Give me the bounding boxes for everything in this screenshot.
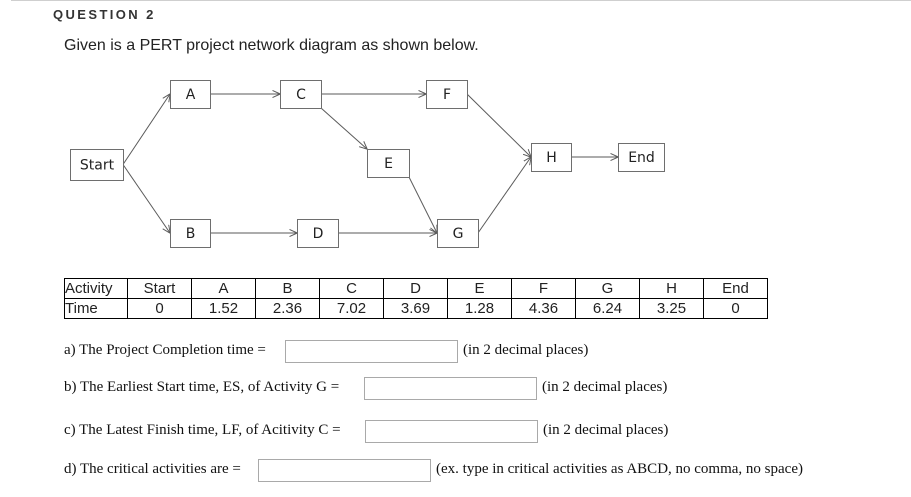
time-cell: 4.36 <box>511 298 576 319</box>
time-cell: 0 <box>127 298 192 319</box>
edge-e-to-g <box>408 176 437 233</box>
edge-start-to-b <box>122 164 170 234</box>
node-label: H <box>546 150 557 166</box>
node-label: D <box>313 226 324 242</box>
node-label: B <box>186 226 196 242</box>
activity-cell: F <box>511 278 576 299</box>
edge-f-to-h <box>466 93 531 157</box>
activity-cell: E <box>447 278 512 299</box>
node-box <box>531 143 572 172</box>
question-b-hint: (in 2 decimal places) <box>542 379 668 395</box>
node-a: A <box>170 80 211 109</box>
time-cell: 1.28 <box>447 298 512 319</box>
time-cell: 2.36 <box>255 298 320 319</box>
question-d-hint: (ex. type in critical activities as ABCD… <box>436 461 803 477</box>
node-box <box>367 149 410 178</box>
time-cell: 3.69 <box>383 298 448 319</box>
activity-cell: G <box>575 278 640 299</box>
question-c-label: c) The Latest Finish time, LF, of Acitiv… <box>64 422 341 438</box>
node-label: Start <box>80 158 115 174</box>
time-cell: 6.24 <box>575 298 640 319</box>
question-b-label: b) The Earliest Start time, ES, of Activ… <box>64 379 340 395</box>
node-g: G <box>437 219 479 248</box>
question-title: QUESTION 2 <box>53 7 156 22</box>
row-label-time: Time <box>64 298 128 319</box>
activity-time-table: Activity Start A B C D E F G H End Time … <box>64 278 768 319</box>
top-divider <box>11 0 911 1</box>
activity-cell: H <box>639 278 704 299</box>
node-box <box>297 219 339 248</box>
latest-finish-c-input[interactable] <box>365 420 538 443</box>
node-box <box>437 219 479 248</box>
edges-layer <box>122 93 618 234</box>
node-end: End <box>618 143 665 172</box>
activity-cell: End <box>703 278 768 299</box>
node-d: D <box>297 219 339 248</box>
edge-c-to-e <box>320 107 367 149</box>
node-b: B <box>170 219 211 248</box>
node-h: H <box>531 143 572 172</box>
critical-activities-input[interactable] <box>258 459 431 482</box>
node-box <box>426 80 468 109</box>
node-box <box>618 143 665 172</box>
node-c: C <box>280 80 322 109</box>
edge-start-to-a <box>122 94 170 165</box>
time-row: Time 0 1.52 2.36 7.02 3.69 1.28 4.36 6.2… <box>64 298 768 319</box>
node-label: A <box>186 87 196 103</box>
nodes-layer: Start A B C D E F G H End <box>70 80 665 248</box>
question-intro: Given is a PERT project network diagram … <box>64 37 479 54</box>
node-label: C <box>296 87 306 103</box>
earliest-start-g-input[interactable] <box>364 377 537 400</box>
node-box <box>170 80 211 109</box>
node-f: F <box>426 80 468 109</box>
question-d-label: d) The critical activities are = <box>64 461 241 477</box>
question-c-hint: (in 2 decimal places) <box>543 422 669 438</box>
question-a-hint: (in 2 decimal places) <box>463 342 589 358</box>
pert-network-diagram: Start A B C D E F G H End <box>70 80 665 248</box>
activity-cell: C <box>319 278 384 299</box>
activity-cell: Start <box>127 278 192 299</box>
activity-cell: B <box>255 278 320 299</box>
node-start: Start <box>70 149 124 181</box>
node-label: E <box>384 156 393 172</box>
question-a-label: a) The Project Completion time = <box>64 342 266 358</box>
node-box <box>170 219 211 248</box>
edge-g-to-h <box>477 157 531 234</box>
time-cell: 3.25 <box>639 298 704 319</box>
node-box <box>280 80 322 109</box>
node-label: End <box>628 150 655 166</box>
node-e: E <box>367 149 410 178</box>
node-box <box>70 149 124 181</box>
time-cell: 0 <box>703 298 768 319</box>
time-cell: 7.02 <box>319 298 384 319</box>
activity-cell: A <box>191 278 256 299</box>
time-cell: 1.52 <box>191 298 256 319</box>
row-label-activity: Activity <box>64 278 128 299</box>
activity-cell: D <box>383 278 448 299</box>
node-label: G <box>453 226 464 242</box>
node-label: F <box>443 87 451 103</box>
activity-row: Activity Start A B C D E F G H End <box>64 278 768 299</box>
project-completion-time-input[interactable] <box>285 340 458 363</box>
